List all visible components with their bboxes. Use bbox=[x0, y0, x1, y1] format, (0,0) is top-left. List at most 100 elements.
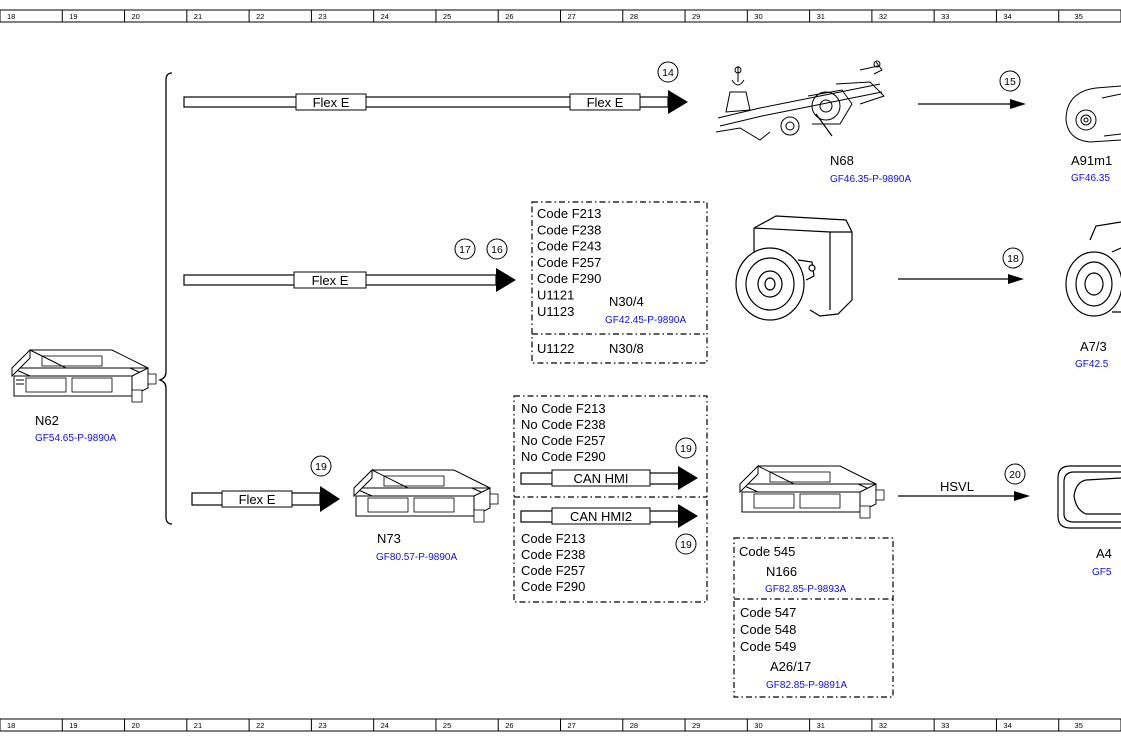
n68-steering-rack-image bbox=[715, 60, 885, 141]
a4-ref-link[interactable]: GF5 bbox=[1092, 567, 1112, 578]
svg-text:17: 17 bbox=[459, 244, 471, 256]
code: Code 547 bbox=[740, 605, 796, 620]
code: Code F213 bbox=[521, 531, 585, 546]
n30-code: Code F290 bbox=[537, 271, 601, 286]
top-ruler-number: 25 bbox=[443, 12, 451, 21]
bottom-ruler-number: 22 bbox=[256, 721, 264, 730]
bottom-ruler-number: 33 bbox=[941, 721, 949, 730]
a91m1-ref-link[interactable]: GF46.35 bbox=[1071, 173, 1110, 184]
bottom-ruler-number: 26 bbox=[505, 721, 513, 730]
no-code: No Code F213 bbox=[521, 401, 606, 416]
flex-e-label-box-4: Flex E bbox=[221, 490, 293, 508]
n62-ref-link[interactable]: GF54.65-P-9890A bbox=[35, 433, 116, 444]
top-ruler-number: 31 bbox=[817, 12, 825, 21]
n68-pointer-line bbox=[815, 113, 833, 137]
top-ruler-number: 34 bbox=[1003, 12, 1011, 21]
marker-19: 19 bbox=[675, 533, 697, 555]
n30-code: Code F238 bbox=[537, 222, 601, 237]
a91m1-motor-image bbox=[1065, 85, 1121, 143]
bottom-ruler-number: 34 bbox=[1003, 721, 1011, 730]
esp-unit-image bbox=[735, 215, 853, 321]
code: Code F238 bbox=[521, 547, 585, 562]
flex-e-label-box-1: Flex E bbox=[295, 93, 367, 111]
n68-ref-link[interactable]: GF46.35-P-9890A bbox=[830, 174, 911, 185]
top-ruler-number: 21 bbox=[194, 12, 202, 21]
n166-control-unit-image bbox=[739, 464, 885, 519]
top-ruler-number: 22 bbox=[256, 12, 264, 21]
n30-8-label: N30/8 bbox=[609, 341, 644, 356]
bottom-ruler-number: 20 bbox=[132, 721, 140, 730]
top-ruler-number: 29 bbox=[692, 12, 700, 21]
n30-4-ref-link[interactable]: GF42.45-P-9890A bbox=[605, 315, 686, 326]
no-code: No Code F257 bbox=[521, 433, 606, 448]
n166-ref-link[interactable]: GF82.85-P-9893A bbox=[765, 584, 846, 595]
code: Code 549 bbox=[740, 639, 796, 654]
u1122-code: U1122 bbox=[537, 341, 574, 356]
n73-label: N73 bbox=[377, 531, 401, 546]
top-ruler-number: 35 bbox=[1075, 12, 1083, 21]
bottom-ruler-number: 35 bbox=[1075, 721, 1083, 730]
svg-text:15: 15 bbox=[1004, 76, 1016, 88]
bottom-ruler-number: 27 bbox=[567, 721, 575, 730]
flex-e-label: Flex E bbox=[312, 273, 349, 288]
marker-17: 17 bbox=[454, 238, 476, 260]
can-hmi-line: CAN HMI bbox=[520, 466, 698, 490]
can-hmi-label: CAN HMI bbox=[574, 471, 629, 486]
top-ruler-number: 27 bbox=[567, 12, 575, 21]
flex-e-label: Flex E bbox=[239, 492, 276, 507]
svg-text:20: 20 bbox=[1009, 469, 1021, 481]
top-ruler-number: 19 bbox=[69, 12, 77, 21]
n30-code: Code F213 bbox=[537, 206, 601, 221]
top-ruler-number: 30 bbox=[754, 12, 762, 21]
a7-3-unit-image bbox=[1065, 221, 1121, 317]
a4-display-image bbox=[1057, 465, 1121, 529]
n62-control-unit-image bbox=[11, 348, 157, 403]
top-ruler-number: 18 bbox=[7, 12, 15, 21]
bottom-ruler-number: 23 bbox=[318, 721, 326, 730]
can-hmi2-line: CAN HMI2 bbox=[520, 504, 698, 528]
top-ruler-number: 33 bbox=[941, 12, 949, 21]
svg-text:19: 19 bbox=[680, 443, 692, 455]
n30-code-box bbox=[531, 201, 708, 364]
code: Code 548 bbox=[740, 622, 796, 637]
n30-code: Code F257 bbox=[537, 255, 601, 270]
svg-text:19: 19 bbox=[315, 461, 327, 473]
hsvl-label: HSVL bbox=[940, 479, 974, 494]
code: Code F290 bbox=[521, 579, 585, 594]
svg-text:18: 18 bbox=[1007, 253, 1019, 265]
svg-text:19: 19 bbox=[680, 539, 692, 551]
n166-code-box bbox=[733, 537, 894, 698]
a26-17-ref-link[interactable]: GF82.85-P-9891A bbox=[766, 680, 847, 691]
top-ruler-number: 20 bbox=[132, 12, 140, 21]
bottom-ruler-number: 25 bbox=[443, 721, 451, 730]
marker-19: 19 bbox=[310, 455, 332, 477]
can-hmi2-label: CAN HMI2 bbox=[570, 509, 632, 524]
a7-3-ref-link[interactable]: GF42.5 bbox=[1075, 359, 1109, 370]
bottom-ruler-number: 32 bbox=[879, 721, 887, 730]
a26-17-label: A26/17 bbox=[770, 659, 811, 674]
top-ruler-number: 23 bbox=[318, 12, 326, 21]
a7-3-label: A7/3 bbox=[1080, 339, 1107, 354]
marker-14: 14 bbox=[657, 61, 679, 83]
n73-ref-link[interactable]: GF80.57-P-9890A bbox=[376, 552, 457, 563]
n30-code: U1121 bbox=[537, 288, 574, 303]
top-ruler-number: 32 bbox=[879, 12, 887, 21]
bottom-ruler-number: 31 bbox=[817, 721, 825, 730]
n30-code: Code F243 bbox=[537, 239, 601, 254]
n68-label: N68 bbox=[830, 153, 854, 168]
can-code-box bbox=[513, 395, 708, 603]
top-ruler-number: 24 bbox=[381, 12, 389, 21]
flex-e-label: Flex E bbox=[587, 95, 624, 110]
flex-e-line-top bbox=[183, 90, 688, 114]
a91m1-label: A91m1 bbox=[1071, 153, 1112, 168]
bottom-ruler-number: 21 bbox=[194, 721, 202, 730]
bottom-ruler-number: 18 bbox=[7, 721, 15, 730]
top-ruler-number: 26 bbox=[505, 12, 513, 21]
flex-e-label-box-3: Flex E bbox=[293, 271, 367, 289]
marker-16: 16 bbox=[486, 238, 508, 260]
marker-18: 18 bbox=[1002, 247, 1024, 269]
